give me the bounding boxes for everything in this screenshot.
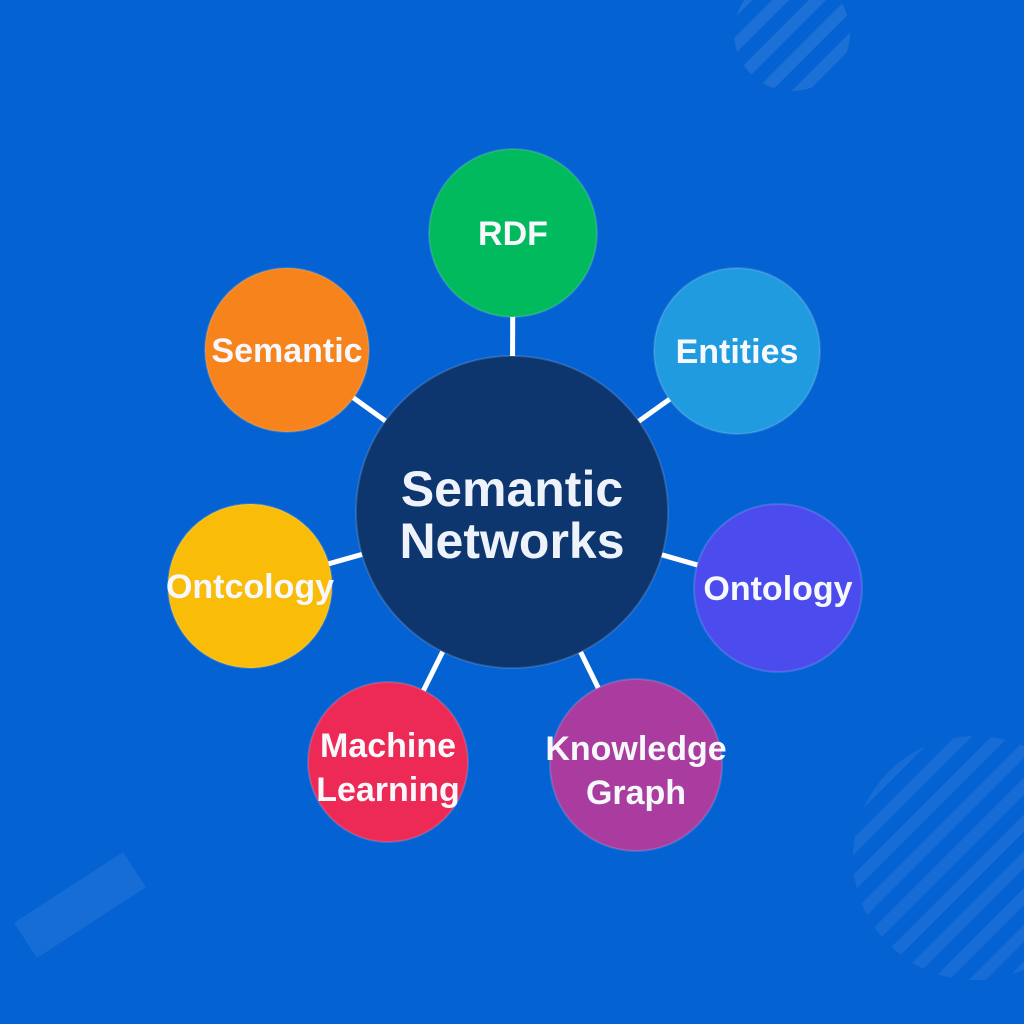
center-node-label-line2: Networks [399, 513, 624, 569]
center-node-label-line1: Semantic [401, 461, 623, 517]
node-ontology-circle [693, 503, 863, 673]
node-ontology-label: Ontology [703, 570, 852, 608]
node-machine-learning-circle [307, 681, 469, 843]
node-machine-learning-label-line2: Learning [316, 771, 460, 809]
node-semantic-circle [204, 267, 370, 433]
node-entities-label: Entities [676, 333, 799, 371]
node-semantic-label: Semantic [211, 332, 362, 370]
node-entities-circle [653, 267, 821, 435]
node-ontcology-circle [167, 503, 333, 669]
center-node-circle [355, 355, 669, 669]
node-rdf-label: RDF [478, 215, 548, 253]
node-machine-learning-label-line1: Machine [320, 727, 456, 765]
node-knowledge-graph-label-line2: Graph [586, 774, 686, 812]
node-knowledge-graph-circle [549, 678, 723, 852]
node-ontcology-label: Ontcology [166, 568, 334, 606]
node-rdf-circle [428, 148, 598, 318]
node-knowledge-graph-label-line1: Knowledge [545, 730, 726, 768]
